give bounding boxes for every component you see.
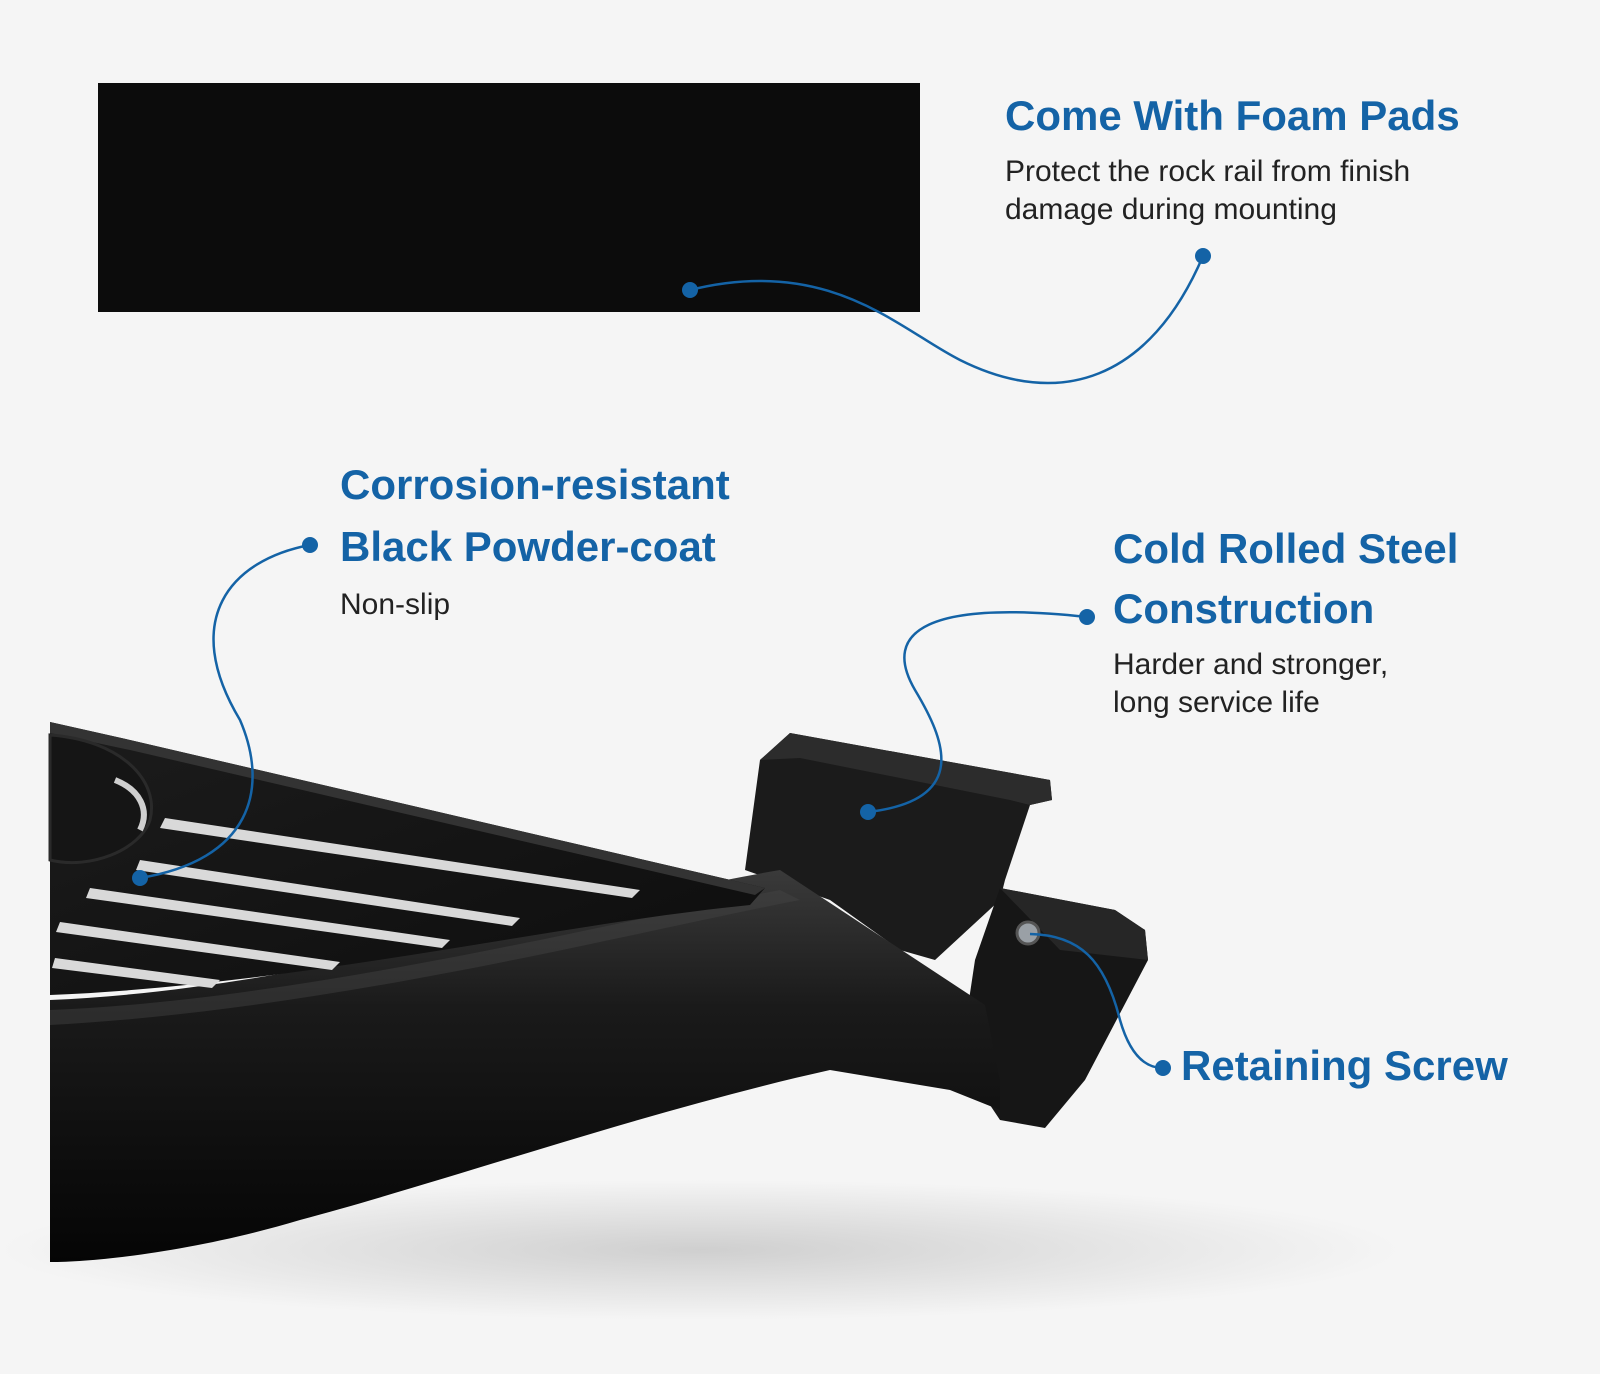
foam-pad	[98, 83, 920, 312]
callout-dot	[682, 282, 698, 298]
callout-dot	[1155, 1060, 1171, 1076]
callout-dot	[132, 870, 148, 886]
retaining-screw	[1015, 920, 1041, 946]
feature-powder-coat: Corrosion-resistant Black Powder-coat No…	[340, 462, 820, 624]
callout-dots	[132, 248, 1211, 1076]
feature-title-line: Corrosion-resistant	[340, 461, 730, 508]
floor-shadow	[0, 1180, 1400, 1320]
feature-steel-construction: Cold Rolled Steel Construction Harder an…	[1113, 526, 1573, 722]
feature-description-line: Protect the rock rail from finish	[1005, 155, 1411, 188]
callout-line-screw	[1029, 932, 1164, 1070]
feature-title-line: Cold Rolled Steel	[1113, 525, 1459, 572]
callout-lines	[139, 255, 1205, 1070]
feature-description-line: Harder and stronger,	[1113, 648, 1389, 681]
feature-retaining-screw: Retaining Screw	[1181, 1043, 1581, 1089]
feature-title: Come With Foam Pads	[1005, 92, 1460, 139]
callout-line-coat	[139, 543, 311, 880]
callout-dot	[860, 804, 876, 820]
callout-line-foam	[689, 255, 1205, 385]
feature-foam-pads: Come With Foam Pads Protect the rock rai…	[1005, 93, 1565, 229]
feature-description: Non-slip	[340, 588, 451, 621]
callout-dot	[1195, 248, 1211, 264]
feature-title-line: Construction	[1113, 585, 1375, 632]
logo-emblem	[48, 733, 153, 865]
step-tube	[50, 870, 1000, 1262]
feature-description-line: long service life	[1113, 686, 1320, 719]
callout-dot	[1079, 609, 1095, 625]
feature-description-line: damage during mounting	[1005, 193, 1337, 226]
feature-title-line: Black Powder-coat	[340, 523, 716, 570]
callout-dot	[302, 537, 318, 553]
side-step	[48, 722, 1148, 1262]
non-slip-slots	[52, 818, 640, 988]
callout-line-steel	[867, 611, 1088, 814]
feature-title: Retaining Screw	[1181, 1042, 1508, 1089]
